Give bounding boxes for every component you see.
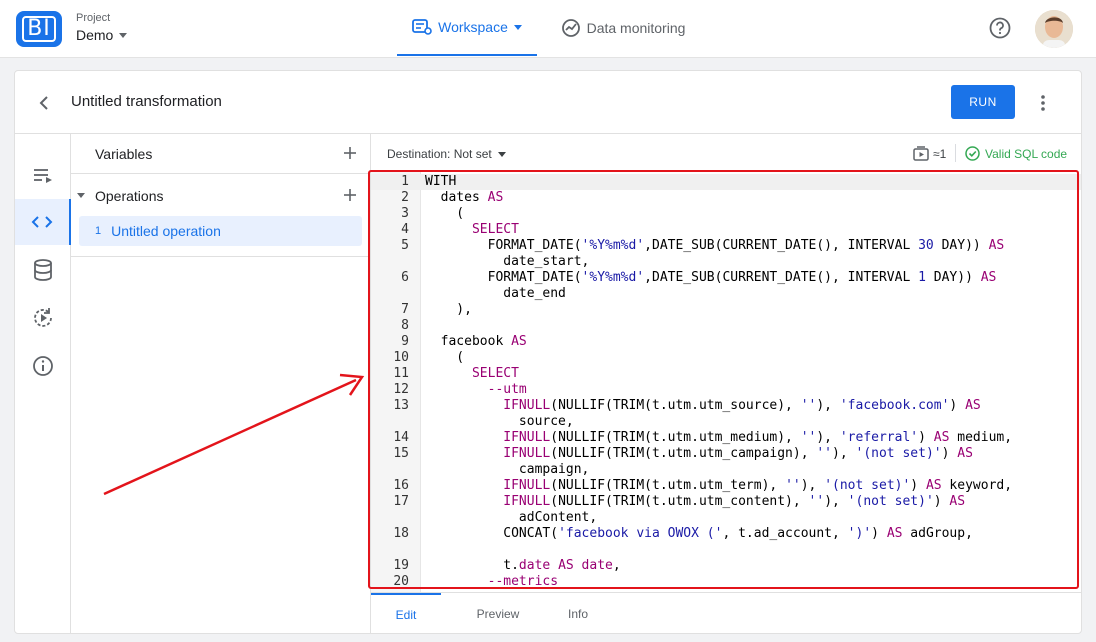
check-circle-icon	[965, 146, 980, 161]
code-line: 5 FORMAT_DATE('%Y%m%d',DATE_SUB(CURRENT_…	[401, 238, 1005, 253]
add-variable-icon[interactable]	[343, 146, 357, 160]
code-line: 13 IFNULL(NULLIF(TRIM(t.utm.utm_source),…	[393, 398, 981, 413]
caret-down-icon	[513, 24, 522, 30]
database-icon	[34, 259, 52, 281]
tab-edit[interactable]: Edit	[371, 593, 441, 633]
operations-panel: Variables Operations 1 Untitled operatio…	[71, 134, 371, 633]
list-play-icon	[34, 169, 52, 183]
chevron-left-icon[interactable]	[35, 93, 53, 113]
transformation-card: Untitled transformation RUN Variables Op…	[14, 70, 1082, 634]
play-box-icon	[913, 146, 929, 161]
panel-divider	[71, 256, 371, 257]
nav-workspace[interactable]: Workspace	[397, 0, 537, 56]
caret-down-icon[interactable]	[77, 193, 85, 199]
code-line: 17 IFNULL(NULLIF(TRIM(t.utm.utm_content)…	[393, 494, 966, 509]
editor-tabs: Edit Preview Info	[371, 592, 1081, 633]
help-icon[interactable]	[989, 17, 1011, 39]
operation-number: 1	[95, 225, 102, 237]
rail-item-info[interactable]	[15, 343, 71, 389]
sql-valid-status: Valid SQL code	[965, 146, 1067, 161]
code-line: 7 ),	[401, 302, 472, 317]
line-number-gutter	[371, 172, 421, 592]
destination-selector[interactable]: Destination: Not set	[387, 147, 506, 161]
avatar-image	[1035, 10, 1073, 48]
run-button[interactable]: RUN	[951, 85, 1015, 119]
code-line: 19 t.date AS date,	[393, 558, 621, 573]
project-name: Demo	[76, 27, 114, 43]
code-line: 2 dates AS	[401, 190, 504, 205]
code-line: 16 IFNULL(NULLIF(TRIM(t.utm.utm_term), '…	[393, 478, 1013, 493]
operations-row[interactable]: Operations	[71, 176, 371, 216]
project-selector[interactable]: Demo	[76, 27, 128, 43]
card-header: Untitled transformation RUN	[15, 71, 1081, 134]
page-title: Untitled transformation	[71, 93, 222, 110]
rail-item-database[interactable]	[15, 247, 71, 293]
add-operation-icon[interactable]	[343, 188, 357, 202]
code-line: date_end	[425, 286, 566, 301]
operations-label: Operations	[95, 188, 164, 204]
code-line: 20 --metrics	[393, 574, 559, 589]
code-line: 3 (	[401, 206, 465, 221]
toolbar-separator	[955, 144, 956, 162]
code-line: 15 IFNULL(NULLIF(TRIM(t.utm.utm_campaign…	[393, 446, 973, 461]
code-line: 9 facebook AS	[401, 334, 527, 349]
editor-toolbar: Destination: Not set ≈1 Valid SQL code	[371, 134, 1081, 172]
schedule-icon	[34, 308, 52, 327]
code-line: 12 --utm	[393, 382, 527, 397]
operation-item[interactable]: 1 Untitled operation	[79, 216, 362, 246]
code-line: 8	[401, 318, 409, 333]
variables-row[interactable]: Variables	[71, 134, 371, 174]
code-line: adContent,	[425, 510, 598, 525]
code-line	[371, 542, 1081, 558]
side-rail	[15, 134, 71, 633]
caret-down-icon	[497, 151, 506, 157]
nav-data-monitoring[interactable]: Data monitoring	[548, 0, 698, 56]
top-bar: BI Project Demo Workspace Data monitorin…	[0, 0, 1096, 58]
code-icon	[31, 216, 53, 228]
code-line: 10 (	[393, 350, 465, 365]
rail-item-schedule[interactable]	[15, 295, 71, 341]
code-line: date_start,	[425, 254, 590, 269]
rail-item-list[interactable]	[15, 152, 71, 198]
code-line: 6 FORMAT_DATE('%Y%m%d',DATE_SUB(CURRENT_…	[401, 270, 997, 285]
operation-name: Untitled operation	[111, 223, 221, 239]
code-line: 11 SELECT	[393, 366, 519, 381]
code-line: 4 SELECT	[401, 222, 519, 237]
rail-item-code[interactable]	[15, 199, 71, 245]
caret-down-icon	[119, 32, 128, 38]
code-line: source,	[425, 414, 574, 429]
variables-label: Variables	[95, 145, 153, 162]
workspace-icon	[412, 19, 432, 35]
code-line: campaign,	[425, 462, 590, 477]
user-avatar[interactable]	[1035, 10, 1073, 48]
tab-info[interactable]: Info	[567, 607, 588, 621]
app-logo[interactable]: BI	[16, 11, 62, 47]
query-count[interactable]: ≈1	[913, 146, 946, 161]
code-line: 18 CONCAT('facebook via OWOX (', t.ad_ac…	[393, 526, 973, 541]
more-vertical-icon[interactable]	[1033, 93, 1053, 113]
info-icon	[33, 356, 53, 376]
code-line: 14 IFNULL(NULLIF(TRIM(t.utm.utm_medium),…	[393, 430, 1013, 445]
tab-preview[interactable]: Preview	[476, 607, 520, 621]
monitoring-icon	[561, 19, 580, 37]
project-label: Project	[76, 12, 111, 24]
